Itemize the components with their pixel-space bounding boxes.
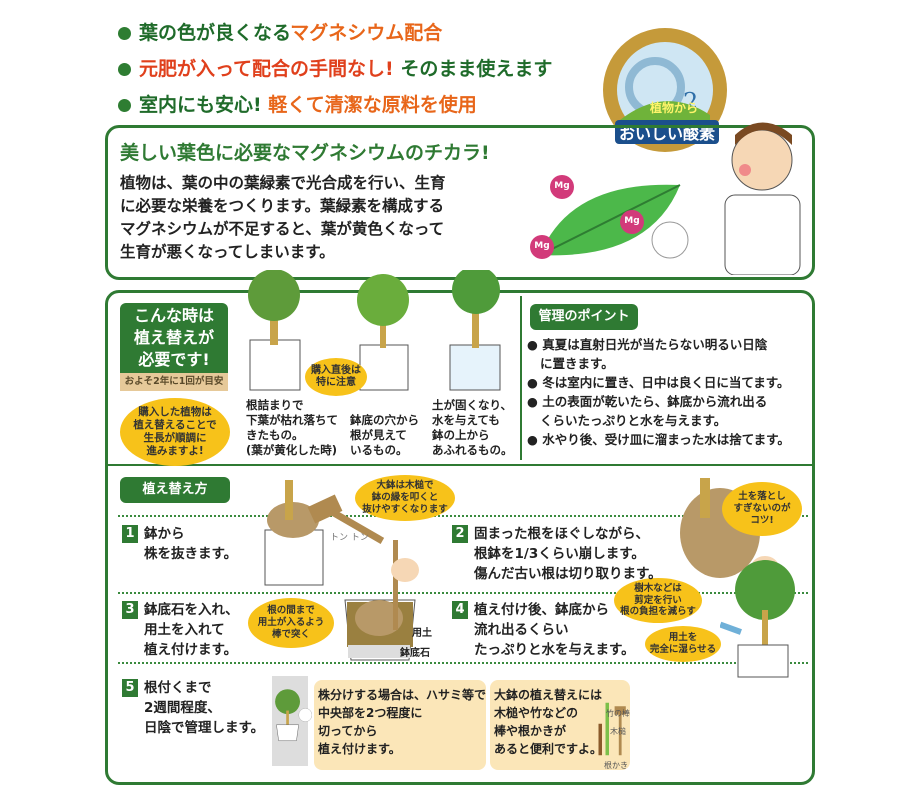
care-point-text: 真夏は直射日光が当たらない明るい日陰 に置きます。 — [540, 337, 768, 371]
case-caption-1: 根詰まりで 下葉が枯れ落ちて きたもの。 (葉が黄化した時) — [246, 398, 338, 457]
feature-highlight: 軽くて清潔な原料を使用 — [261, 94, 477, 116]
case-caption-2: 鉢底の穴から 根が見えて いるもの。 — [350, 413, 419, 457]
seal-leaf-text: 植物から — [650, 101, 699, 115]
magnesium-heading: 美しい葉色に必要なマグネシウムのチカラ! — [120, 142, 490, 164]
step-number: 4 — [452, 601, 468, 619]
text-line: マグネシウムが不足すると、葉が黄色くなって — [120, 220, 445, 238]
tip-bubble: 購入した植物は 植え替えることで 生長が順調に 進みますよ! — [120, 398, 230, 466]
care-point: ● 水やり後、受け皿に溜まった水は捨てます。 — [527, 432, 790, 447]
step-text: 植え付け後、鉢底から 流れ出るくらい たっぷりと水を与えます。 — [474, 602, 635, 658]
step-3: 3 鉢底石を入れ、 用土を入れて 植え付けます。 — [122, 600, 239, 660]
care-point-text: 水やり後、受け皿に溜まった水は捨てます。 — [542, 432, 790, 447]
step-number: 5 — [122, 679, 138, 697]
tools-illustration — [595, 688, 630, 770]
step-number: 2 — [452, 525, 468, 543]
step-4: 4 植え付け後、鉢底から 流れ出るくらい たっぷりと水を与えます。 — [452, 600, 635, 660]
when-title: こんな時は 植え替えが 必要です! — [120, 303, 228, 373]
care-points: ● 真夏は直射日光が当たらない明るい日陰 に置きます。 ● 冬は室内に置き、日中… — [527, 335, 812, 449]
dotted-divider — [118, 592, 808, 594]
soil-bubble: 土を落とし すぎないのが コツ! — [722, 482, 802, 536]
bullet-icon — [118, 27, 131, 40]
feature-highlight: マグネシウム配合 — [290, 22, 443, 44]
rooted-plant-illustration — [272, 660, 313, 770]
step-5: 5 根付くまで 2週間程度、 日陰で管理します。 — [122, 678, 264, 738]
prune-bubble: 樹木などは 剪定を行い 根の負担を減らす — [614, 578, 702, 623]
sound-text: トン トン — [330, 533, 369, 543]
feature-3: 室内にも安心! 軽くて清潔な原料を使用 — [118, 90, 477, 117]
label-soil: 用土 — [412, 628, 432, 639]
watered-plant-illustration — [719, 555, 815, 680]
care-title: 管理のポイント — [530, 304, 638, 330]
oxygen-seal-logo: 2 植物から おいしい酸素 — [595, 25, 735, 165]
dotted-divider — [118, 515, 808, 517]
repot-illustration — [335, 540, 435, 665]
label-mallet: 木槌 — [610, 727, 626, 736]
step-text: 根付くまで 2週間程度、 日陰で管理します。 — [144, 680, 265, 736]
howto-title: 植え替え方 — [120, 477, 230, 503]
division-note: 株分けする場合は、ハサミ等で 中央部を2つ程度に 切ってから 植え付けます。 — [318, 688, 487, 756]
step-number: 3 — [122, 601, 138, 619]
feature-1: 葉の色が良くなるマグネシウム配合 — [118, 18, 442, 45]
mallet-bubble: 大鉢は木槌で 鉢の縁を叩くと 抜けやすくなります — [355, 475, 455, 521]
care-point-text: 冬は室内に置き、日中は良く日に当てます。 — [542, 375, 790, 390]
text-line: 生育が悪くなってしまいます。 — [120, 243, 335, 261]
step-2: 2 固まった根をほぐしながら、 根鉢を1/3くらい崩します。 傷んだ古い根は切り取… — [452, 524, 662, 584]
mg-badge: Mg — [550, 175, 574, 199]
seal-main-text: おいしい酸素 — [615, 120, 720, 144]
care-point: ● 冬は室内に置き、日中は良く日に当てます。 — [527, 375, 790, 390]
bullet-icon — [118, 99, 131, 112]
unpot-illustration — [255, 475, 415, 590]
division-note-box — [314, 680, 486, 770]
dotted-divider — [118, 662, 808, 664]
label-stone: 鉢底石 — [400, 648, 430, 659]
plant-illustrations — [240, 266, 520, 400]
care-point: ● 真夏は直射日光が当たらない明るい日陰 に置きます。 — [527, 337, 768, 371]
feature-text: そのまま使えます — [393, 58, 553, 80]
leaf-illustration: Mg Mg Mg — [530, 170, 710, 270]
label-rake: 根かき — [604, 761, 628, 770]
bullet-icon — [118, 63, 131, 76]
step-number: 1 — [122, 525, 138, 543]
feature-highlight: 元肥が入って配合の手間なし! — [139, 58, 394, 80]
warn-bubble: 購入直後は 特に注意 — [305, 358, 367, 396]
wet-bubble: 用土を 完全に湿らせる — [645, 626, 721, 662]
feature-2: 元肥が入って配合の手間なし! そのまま使えます — [118, 54, 552, 81]
case-caption-3: 土が固くなり、 水を与えても 鉢の上から あふれるもの。 — [432, 398, 513, 457]
feature-text: 葉の色が良くなる — [139, 22, 291, 44]
label-bamboo: 竹の棒 — [606, 709, 630, 718]
care-point: ● 土の表面が乾いたら、鉢底から流れ出る くらいたっぷりと水を与えます。 — [527, 394, 768, 428]
text-line: 植物は、葉の中の葉緑素で光合成を行い、生育 — [120, 174, 446, 192]
step-text: 鉢から 株を抜きます。 — [144, 526, 238, 562]
magnesium-body: 植物は、葉の中の葉緑素で光合成を行い、生育 に必要な栄養をつくります。葉緑素を構… — [120, 172, 446, 264]
feature-text: 室内にも安心! — [139, 94, 262, 116]
mg-badge: Mg — [530, 235, 554, 259]
tools-note: 大鉢の植え替えには 木槌や竹などの 棒や根かきが あると便利ですよ。 — [494, 688, 603, 756]
frequency-note: およそ2年に1回が目安 — [120, 373, 228, 391]
care-point-text: 土の表面が乾いたら、鉢底から流れ出る くらいたっぷりと水を与えます。 — [540, 394, 768, 428]
step-text: 固まった根をほぐしながら、 根鉢を1/3くらい崩します。 傷んだ古い根は切り取り… — [474, 526, 662, 582]
mg-badge: Mg — [620, 210, 644, 234]
divider — [108, 464, 812, 466]
stick-bubble: 根の間まで 用土が入るよう 棒で突く — [248, 598, 334, 648]
step-text: 鉢底石を入れ、 用土を入れて 植え付けます。 — [144, 602, 239, 658]
divider — [520, 296, 522, 460]
text-line: に必要な栄養をつくります。葉緑素を構成する — [120, 197, 444, 215]
step-1: 1 鉢から 株を抜きます。 — [122, 524, 237, 564]
scientist-illustration — [710, 95, 805, 276]
